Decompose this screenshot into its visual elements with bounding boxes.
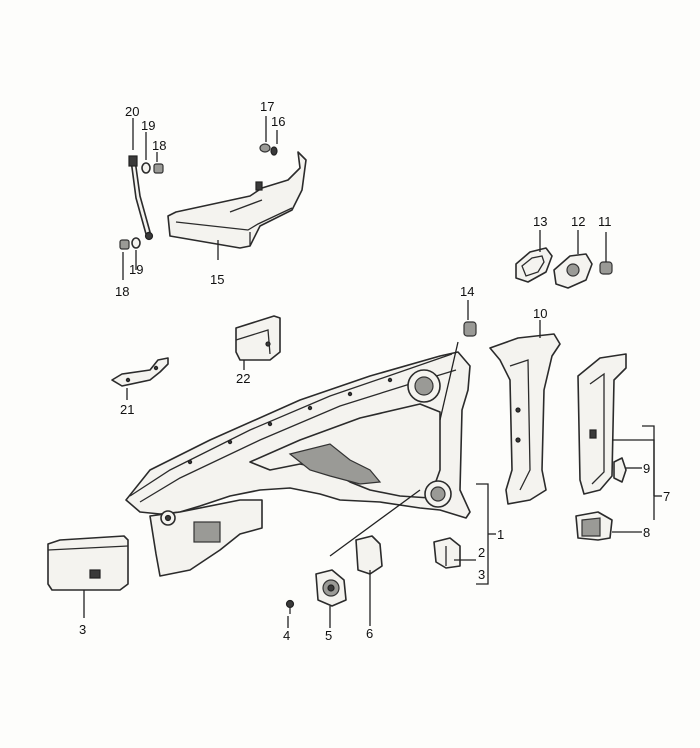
callout-19-bottom: 19 (129, 262, 143, 277)
callout-5: 5 (325, 628, 332, 643)
callout-1: 1 (497, 527, 504, 542)
part-8-bracket (575, 511, 613, 541)
callout-labels: 20 19 18 17 16 19 18 15 13 12 11 14 10 2… (79, 99, 670, 643)
callout-3-right: 3 (478, 567, 485, 582)
callout-20: 20 (125, 104, 139, 119)
part-10-pillar (489, 333, 561, 505)
part-20-support-rod (128, 155, 154, 241)
part-13-gasket (515, 247, 553, 283)
callout-7: 7 (663, 489, 670, 504)
callout-11: 11 (598, 214, 612, 229)
callout-22: 22 (236, 371, 250, 386)
part-21-strap (111, 357, 169, 387)
callout-18-top: 18 (152, 138, 166, 153)
callout-15: 15 (210, 272, 224, 287)
callout-13: 13 (533, 214, 547, 229)
callout-21: 21 (120, 402, 134, 417)
part-5-speaker-grille (315, 569, 347, 607)
callout-9: 9 (643, 461, 650, 476)
part-17-nut (259, 143, 271, 153)
callout-8: 8 (643, 525, 650, 540)
callout-14: 14 (460, 284, 474, 299)
part-12-flange (553, 253, 593, 289)
part-18-nut-top (153, 163, 164, 174)
callout-17: 17 (260, 99, 274, 114)
part-6-cover-plate (355, 535, 383, 575)
leader-lines (83, 116, 662, 628)
part-4-screw (285, 599, 295, 614)
part-16-washer (270, 146, 278, 156)
callout-3-left: 3 (79, 622, 86, 637)
part-19-washer-top (141, 162, 151, 174)
callout-12: 12 (571, 214, 585, 229)
main-panel-assembly (125, 351, 471, 577)
callout-19-top: 19 (141, 118, 155, 133)
part-7-side-member (577, 353, 627, 495)
part-22-bracket (235, 315, 281, 361)
part-18-nut-bottom (119, 239, 130, 250)
part-3-cover-plate (47, 535, 129, 591)
part-2-block (433, 537, 461, 569)
part-9-clip (613, 457, 627, 483)
callout-16: 16 (271, 114, 285, 129)
callout-6: 6 (366, 626, 373, 641)
part-11-nut (599, 261, 613, 275)
callout-2: 2 (478, 545, 485, 560)
callout-10: 10 (533, 306, 547, 321)
part-15-support-bracket (167, 151, 307, 249)
callout-4: 4 (283, 628, 290, 643)
part-14-grommet (463, 321, 477, 337)
part-19-washer-bottom (131, 237, 141, 249)
callout-18-bottom: 18 (115, 284, 129, 299)
